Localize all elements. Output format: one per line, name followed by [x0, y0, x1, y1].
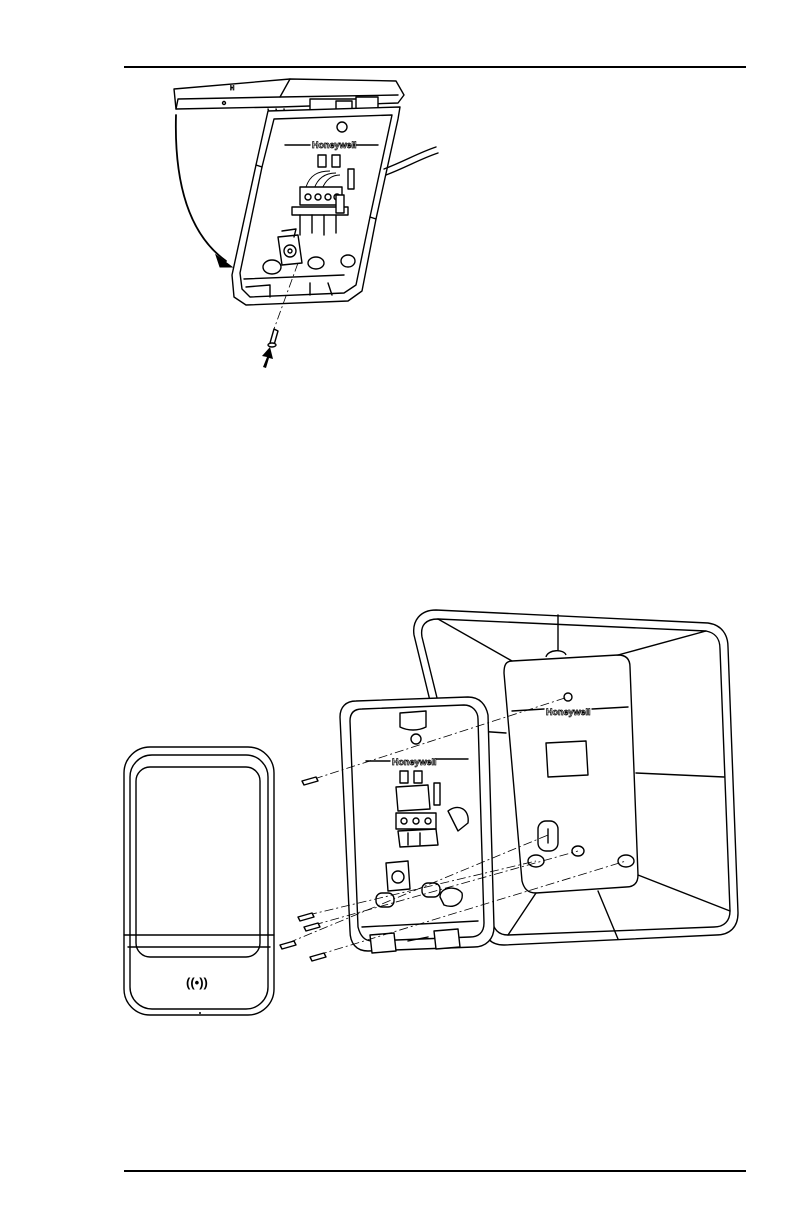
footer-rule	[124, 1170, 746, 1172]
housing: Honeywell	[340, 697, 494, 953]
back-housing	[232, 107, 400, 305]
up-arrow-icon	[262, 347, 273, 368]
reader-front: ((•))	[124, 747, 274, 1015]
header-rule	[124, 66, 746, 68]
clip	[318, 155, 326, 167]
screw-icon	[280, 777, 326, 961]
cover-brand-mark: H	[230, 86, 234, 92]
contactless-icon: ((•))	[186, 975, 208, 990]
mounting-hole	[337, 122, 347, 132]
exploded-assembly-figure: Honeywell Honeywell	[118, 605, 743, 1025]
curved-arrow-icon	[176, 115, 232, 267]
backplate-brand-label: Honeywell	[546, 707, 591, 717]
housing-brand-label-bottom: Honeywell	[392, 757, 437, 767]
housing-brand-label: Honeywell	[312, 140, 357, 150]
reader-open-housing-figure: H Honeywell	[160, 75, 450, 375]
